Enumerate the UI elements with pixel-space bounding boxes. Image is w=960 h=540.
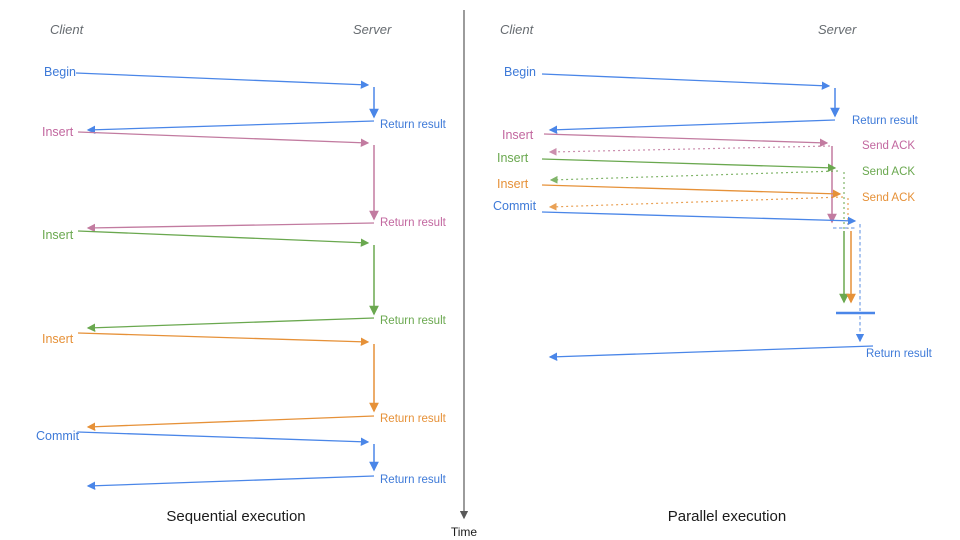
par-begin-return-arrow — [548, 119, 836, 134]
seq-begin-return-arrow — [86, 120, 375, 134]
par-commit-message: Commit Return result — [493, 199, 933, 361]
par-insert2-label: Insert — [497, 151, 529, 165]
par-insert3-label: Insert — [497, 177, 529, 191]
seq-insert3-message: Insert Return result — [42, 332, 447, 431]
par-begin-label: Begin — [504, 65, 536, 79]
par-server-header: Server — [818, 22, 857, 37]
par-commit-label: Commit — [493, 199, 537, 213]
parallel-panel: Client Server Begin Return result Insert… — [493, 22, 933, 525]
par-insert1-ack-dotted-arrow — [548, 145, 831, 156]
seq-commit-request-arrow — [77, 431, 370, 446]
seq-insert3-request-arrow — [77, 332, 370, 347]
seq-begin-label: Begin — [44, 65, 76, 79]
seq-begin-message: Begin Return result — [44, 65, 447, 134]
par-insert2-request-arrow — [541, 158, 837, 173]
par-insert3-ack-label: Send ACK — [862, 192, 915, 204]
seq-insert2-request-arrow — [77, 230, 370, 247]
seq-insert1-return-label: Return result — [380, 217, 447, 229]
par-insert2-message: Insert Send ACK — [497, 151, 915, 304]
par-insert3-request-arrow — [541, 184, 842, 199]
par-begin-request-arrow — [541, 73, 831, 90]
seq-insert3-return-label: Return result — [380, 413, 447, 425]
seq-insert2-label: Insert — [42, 228, 74, 242]
seq-insert3-return-arrow — [86, 415, 375, 431]
par-insert2-ack-dotted-arrow — [549, 170, 839, 184]
par-begin-return-label: Return result — [852, 115, 919, 127]
par-commit-request-arrow — [541, 211, 857, 226]
sequential-caption: Sequential execution — [166, 508, 305, 525]
par-insert3-message: Insert Send ACK — [497, 177, 915, 304]
par-insert3-ack-dotted-arrow — [548, 196, 844, 211]
par-insert1-label: Insert — [502, 128, 534, 142]
seq-insert2-return-label: Return result — [380, 315, 447, 327]
seq-insert1-label: Insert — [42, 125, 74, 139]
time-axis: Time — [451, 10, 478, 539]
seq-insert3-label: Insert — [42, 332, 74, 346]
time-axis-label: Time — [451, 525, 478, 539]
seq-insert2-return-arrow — [86, 317, 375, 332]
seq-client-header: Client — [50, 22, 85, 37]
sequential-panel: Client Server Begin Return result Insert… — [36, 22, 447, 525]
seq-insert1-return-arrow — [86, 222, 375, 233]
par-insert1-ack-label: Send ACK — [862, 140, 915, 152]
seq-commit-return-arrow — [86, 475, 375, 490]
par-final-return-label: Return result — [866, 348, 933, 360]
seq-insert1-request-arrow — [77, 131, 370, 147]
seq-insert1-message: Insert Return result — [42, 125, 447, 233]
par-insert1-request-arrow — [543, 133, 829, 147]
seq-begin-return-label: Return result — [380, 119, 447, 131]
par-insert2-ack-label: Send ACK — [862, 166, 915, 178]
parallel-caption: Parallel execution — [668, 508, 786, 525]
par-final-return-arrow — [548, 345, 874, 361]
seq-server-header: Server — [353, 22, 392, 37]
seq-commit-message: Commit Return result — [36, 429, 447, 490]
seq-commit-return-label: Return result — [380, 474, 447, 486]
par-client-header: Client — [500, 22, 535, 37]
seq-commit-label: Commit — [36, 429, 80, 443]
par-begin-message: Begin Return result — [504, 65, 919, 134]
seq-insert2-message: Insert Return result — [42, 228, 447, 332]
par-insert1-message: Insert Send ACK — [502, 128, 915, 224]
seq-begin-request-arrow — [75, 72, 370, 89]
